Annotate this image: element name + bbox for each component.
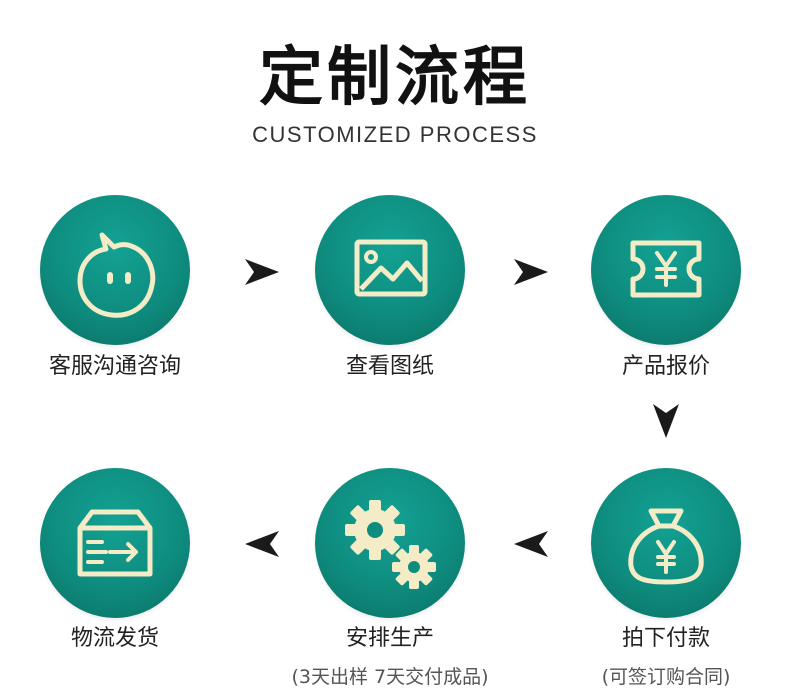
step-circle-consult	[40, 195, 190, 345]
image-icon	[354, 239, 428, 297]
step-circle-production	[315, 468, 465, 618]
arrow-left-1	[514, 531, 548, 557]
step-label-production: 安排生产	[345, 626, 434, 651]
arrow-left-2	[245, 531, 279, 557]
arrow-right-1	[245, 259, 279, 285]
step-note-production: (3天出样 7天交付成品)	[291, 666, 489, 688]
delivery-box-icon	[77, 509, 153, 577]
step-circle-payment	[591, 468, 741, 618]
step-label-quote: 产品报价	[621, 354, 710, 379]
gears-icon	[345, 500, 436, 589]
step-circle-quote	[591, 195, 741, 345]
arrow-right-2	[514, 259, 548, 285]
step-label-drawings: 查看图纸	[345, 354, 434, 379]
money-bag-icon	[628, 508, 704, 585]
step-circle-drawings	[315, 195, 465, 345]
step-label-shipping: 物流发货	[70, 626, 159, 651]
arrow-down	[653, 404, 679, 438]
step-circle-shipping	[40, 468, 190, 618]
step-label-consult: 客服沟通咨询	[48, 354, 181, 379]
step-note-payment: (可签订购合同)	[601, 666, 731, 688]
chat-bubble-icon	[77, 232, 156, 318]
step-label-payment: 拍下付款	[621, 626, 710, 651]
page-title: 定制流程	[259, 41, 531, 115]
page-subtitle: CUSTOMIZED PROCESS	[252, 122, 538, 147]
yen-ticket-icon	[630, 240, 702, 298]
